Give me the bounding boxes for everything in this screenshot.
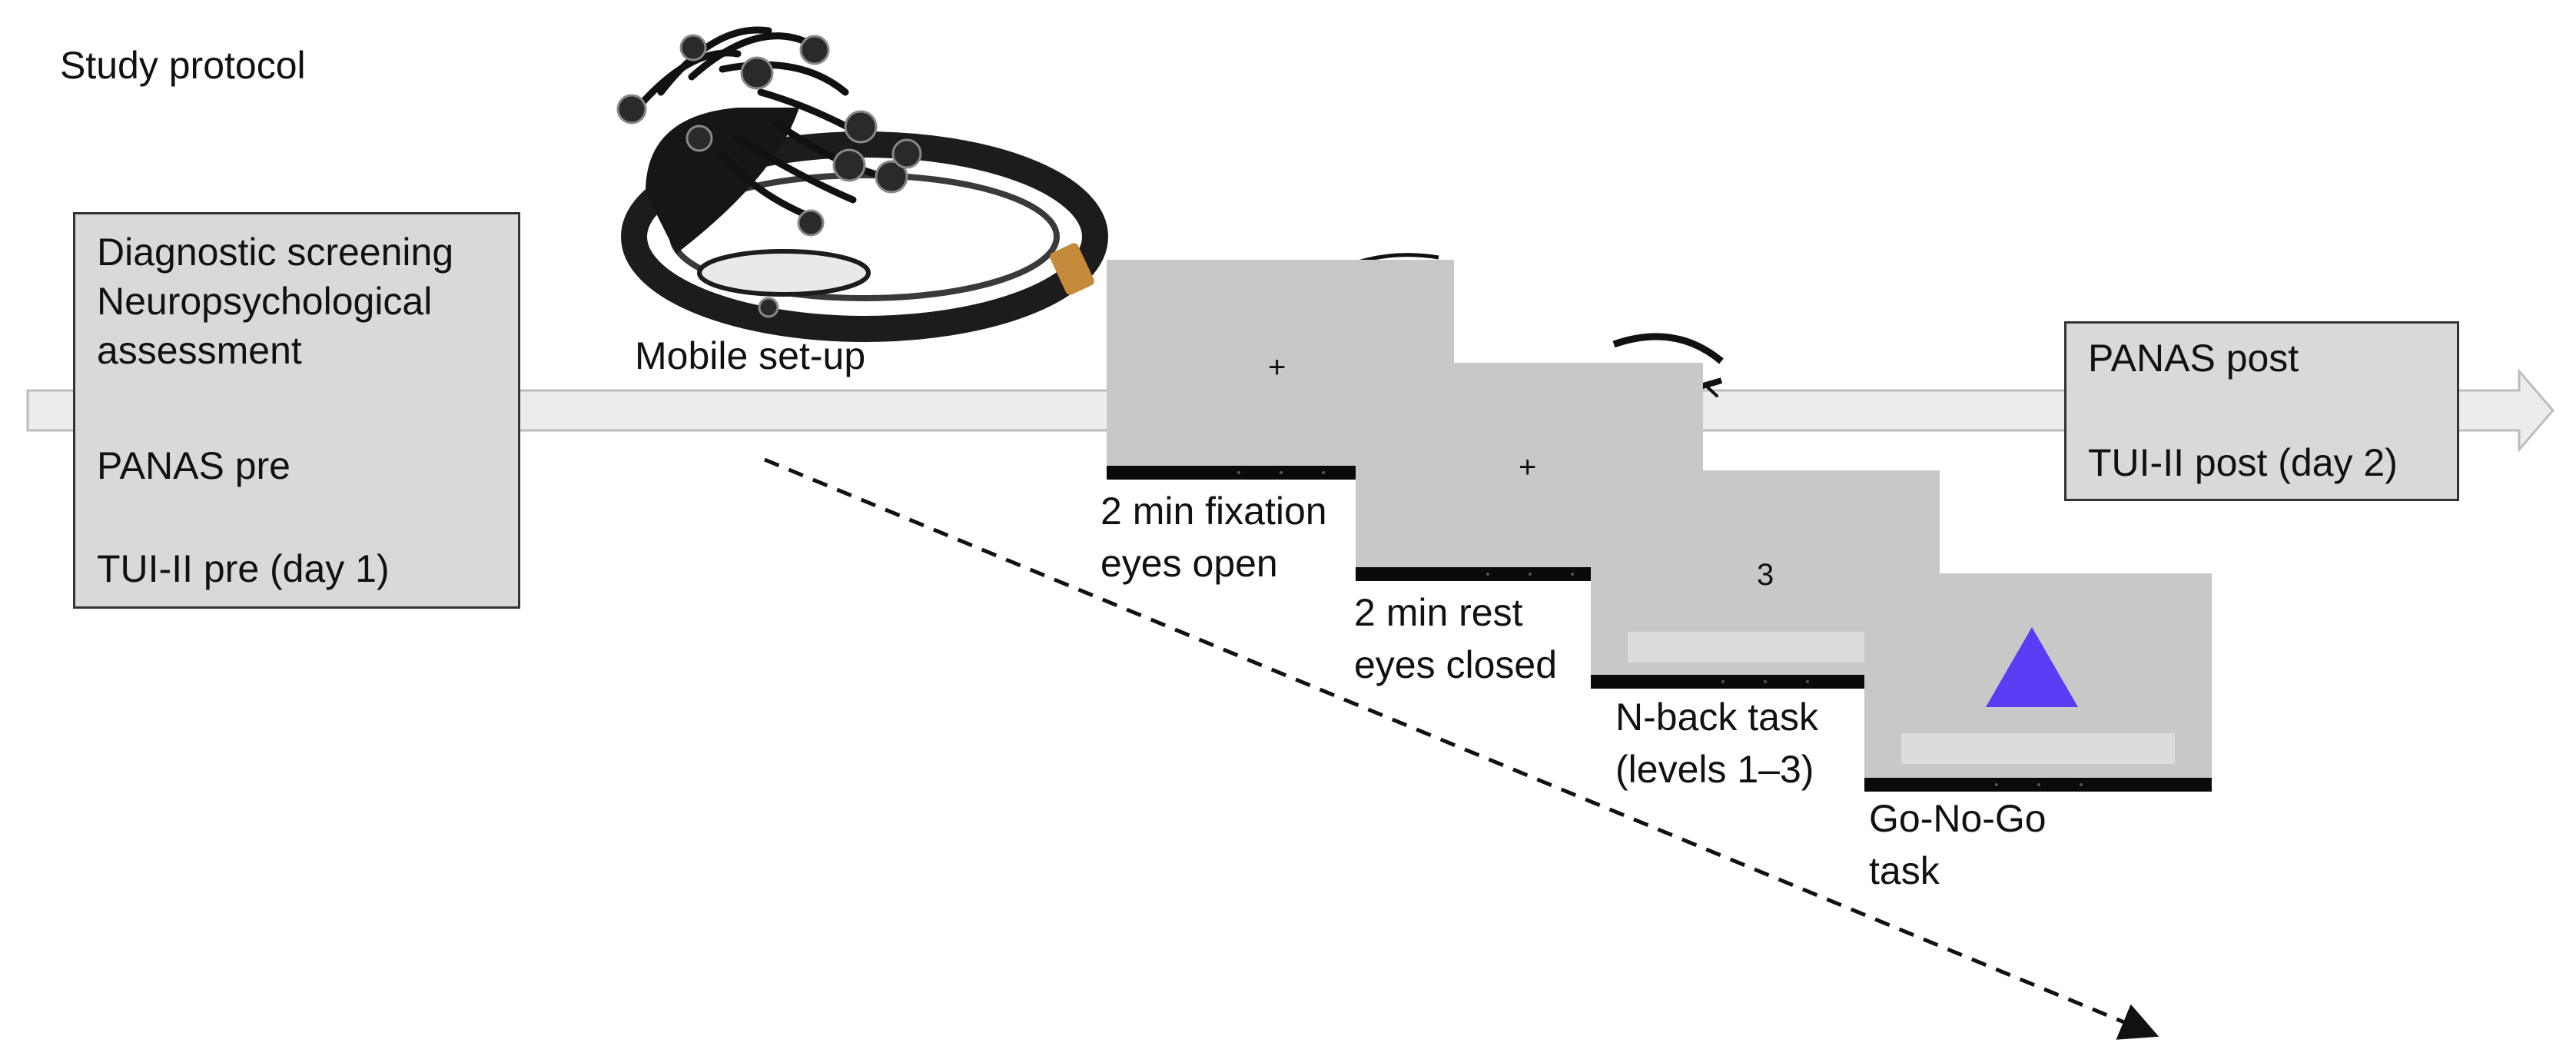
step-label-gonogo: Go-No-Go [1869, 797, 2047, 840]
fixation-cross: + [1519, 450, 1537, 484]
screen-taskbar [1864, 778, 2212, 792]
triangle-stimulus-icon [1986, 627, 2078, 707]
headset-label: Mobile set-up [635, 334, 866, 377]
step-label-rest-sub: eyes closed [1354, 643, 1558, 686]
step-label-gonogo-sub: task [1869, 849, 1940, 892]
step-label-fixation: 2 min fixation [1100, 490, 1327, 533]
step-label-nback-sub: (levels 1–3) [1615, 748, 1814, 791]
post-assessment-box: PANAS post TUI-II post (day 2) [2064, 321, 2459, 501]
post-box-line: TUI-II post (day 2) [2088, 441, 2398, 484]
pre-box-line: assessment [97, 329, 302, 372]
response-strip [1901, 733, 2175, 764]
diagram-title: Study protocol [60, 44, 306, 87]
step-label-fixation-sub: eyes open [1100, 542, 1278, 585]
time-direction-dashed-arrow [764, 457, 2159, 1040]
step-label-nback: N-back task [1615, 696, 1818, 739]
screen-taskbar [1591, 675, 1940, 689]
nback-digit: 3 [1757, 558, 1774, 592]
pre-box-line: TUI-II pre (day 1) [97, 547, 390, 590]
pre-box-line: Neuropsychological [97, 280, 433, 323]
pre-box-line: Diagnostic screening [97, 231, 454, 274]
step-label-rest: 2 min rest [1354, 591, 1523, 634]
fixation-cross: + [1268, 350, 1286, 384]
response-strip [1628, 632, 1903, 662]
eeg-headset-icon [616, 26, 1108, 342]
post-box-line: PANAS post [2088, 337, 2299, 380]
go-nogo-screen [1864, 573, 2212, 792]
pre-assessment-box: Diagnostic screening Neuropsychological … [73, 212, 520, 609]
pre-box-line: PANAS pre [97, 444, 290, 487]
